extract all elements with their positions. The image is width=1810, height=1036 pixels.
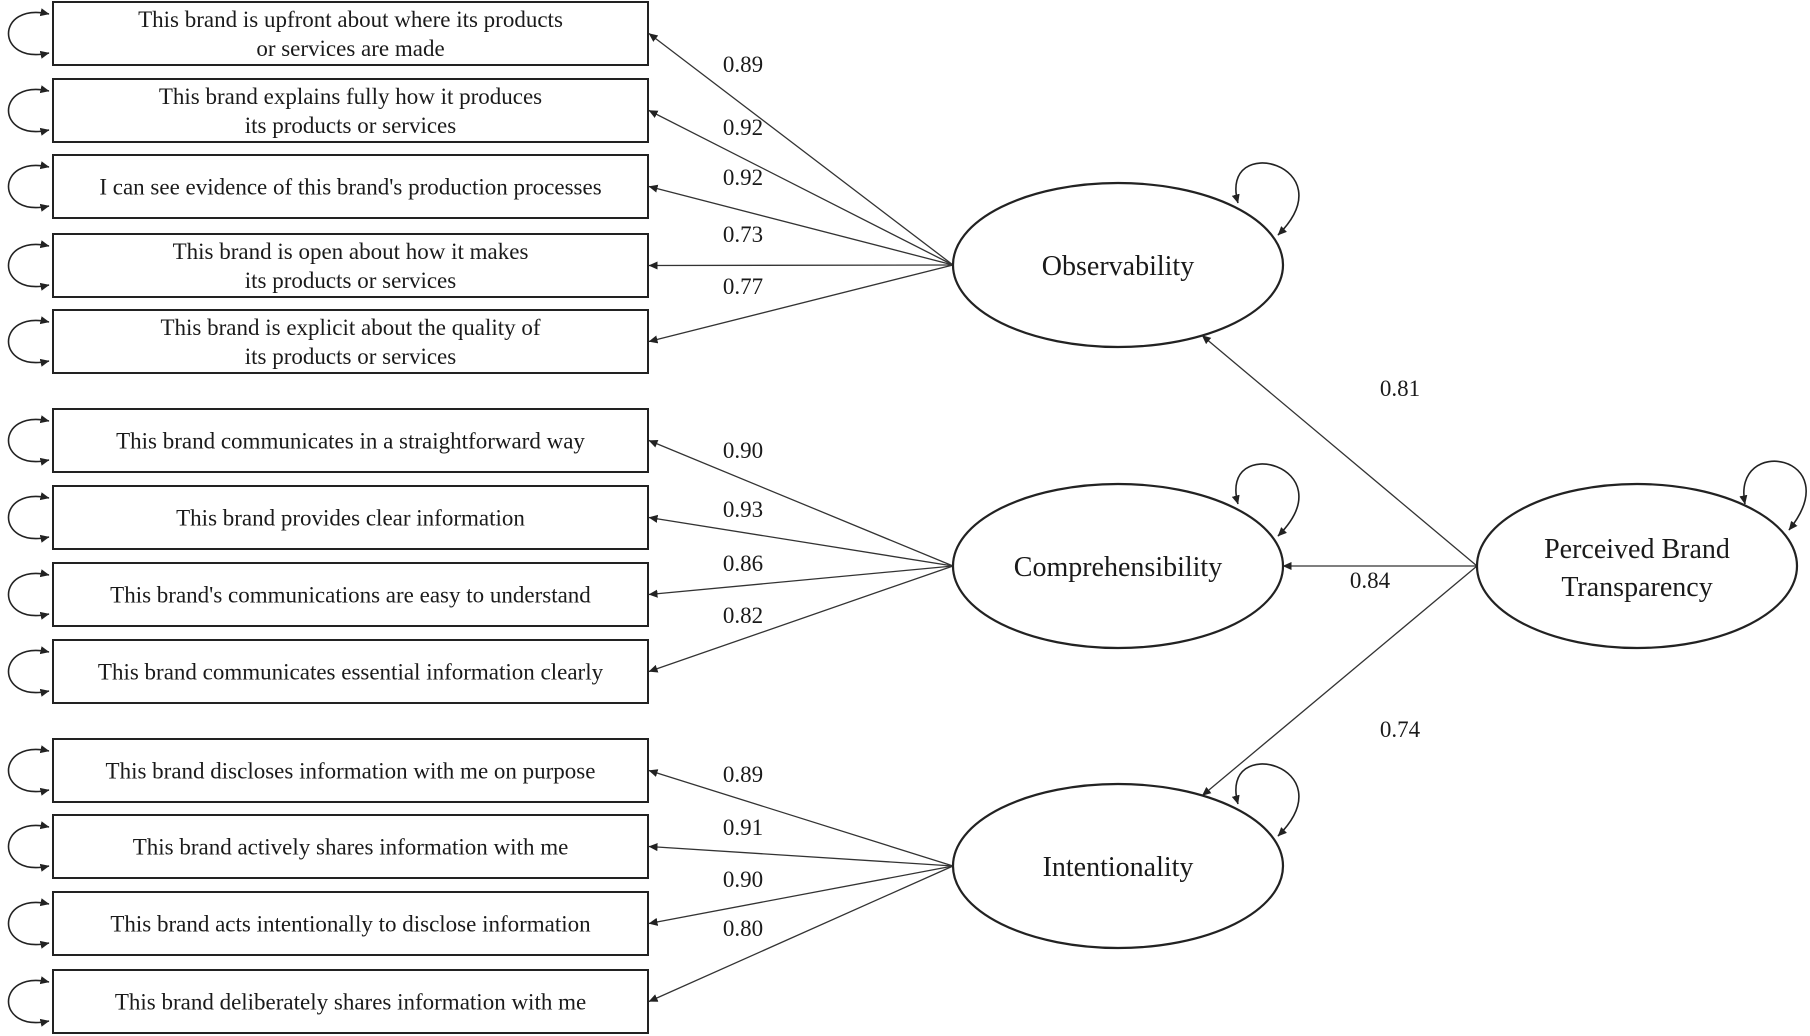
loading-value: 0.82 <box>723 603 763 628</box>
loading-path <box>648 565 954 598</box>
higher-order-label: Transparency <box>1561 572 1712 603</box>
loading-path <box>648 514 954 567</box>
disturbance-loop <box>1231 463 1300 537</box>
indicator-box: This brand is open about how it makes its… <box>52 233 649 298</box>
error-variance-loop <box>7 415 50 466</box>
error-variance-loop <box>7 898 50 949</box>
higher-order-label: Perceived Brand <box>1544 534 1730 565</box>
loading-value: 0.92 <box>723 115 763 140</box>
indicator-label: This brand is open about how it makes <box>173 239 529 264</box>
indicator-label: its products or services <box>245 113 456 138</box>
indicator-box: This brand actively shares information w… <box>52 814 649 879</box>
indicator-label: This brand acts intentionally to disclos… <box>110 912 591 937</box>
indicator-label: This brand explains fully how it produce… <box>159 84 542 109</box>
indicator-box: This brand's communications are easy to … <box>52 562 649 627</box>
loading-path <box>648 261 954 270</box>
loading-value: 0.90 <box>723 438 763 463</box>
error-variance-loop <box>7 85 50 136</box>
indicator-label: This brand provides clear information <box>176 506 525 531</box>
error-variance-loop <box>7 646 50 697</box>
second-order-path <box>1201 565 1478 797</box>
loading-path <box>648 865 954 926</box>
loading-path <box>648 769 954 867</box>
error-variance-loop <box>7 316 50 367</box>
indicator-box: This brand discloses information with me… <box>52 738 649 803</box>
error-variance-loop <box>7 240 50 291</box>
error-variance-loop <box>7 569 50 620</box>
factor-label: Intentionality <box>1043 852 1194 883</box>
error-variance-loop <box>7 821 50 872</box>
factor-observability: Observability <box>951 181 1285 349</box>
indicator-label: This brand is upfront about where its pr… <box>138 7 563 32</box>
disturbance-loop <box>1739 460 1807 531</box>
indicator-label: its products or services <box>245 268 456 293</box>
disturbance-loop <box>1231 763 1300 837</box>
loading-value: 0.89 <box>723 52 763 77</box>
second-order-loading: 0.74 <box>1380 717 1421 742</box>
loading-path <box>648 565 954 673</box>
loading-value: 0.92 <box>723 165 763 190</box>
disturbance-loop <box>1231 162 1300 236</box>
loading-path <box>648 843 954 867</box>
loading-value: 0.91 <box>723 815 763 840</box>
indicator-box: This brand communicates essential inform… <box>52 639 649 704</box>
loading-value: 0.93 <box>723 497 763 522</box>
indicator-label: This brand is explicit about the quality… <box>160 315 540 340</box>
second-order-path <box>1201 335 1478 567</box>
indicator-box: This brand communicates in a straightfor… <box>52 408 649 473</box>
second-order-loading: 0.81 <box>1380 376 1420 401</box>
indicator-box: This brand explains fully how it produce… <box>52 78 649 143</box>
loading-path <box>648 264 954 344</box>
indicator-box: This brand is explicit about the quality… <box>52 309 649 374</box>
indicator-label: This brand actively shares information w… <box>133 835 569 860</box>
loading-path <box>648 865 954 1003</box>
indicator-label: I can see evidence of this brand's produ… <box>99 175 601 200</box>
second-order-loading: 0.84 <box>1350 568 1391 593</box>
indicator-box: This brand deliberately shares informati… <box>52 969 649 1034</box>
factor-label: Comprehensibility <box>1014 552 1222 583</box>
error-variance-loop <box>7 492 50 543</box>
loading-value: 0.86 <box>723 551 763 576</box>
error-variance-loop <box>7 745 50 796</box>
error-variance-loop <box>7 161 50 212</box>
factor-intentionality: Intentionality <box>951 782 1285 950</box>
indicator-label: This brand communicates essential inform… <box>98 660 604 685</box>
loading-value: 0.80 <box>723 916 763 941</box>
indicator-label: This brand's communications are easy to … <box>110 583 591 608</box>
error-variance-loop <box>7 8 50 59</box>
loading-path <box>648 32 954 266</box>
loading-path <box>648 109 954 266</box>
factor-label: Observability <box>1042 251 1194 282</box>
indicator-box: This brand is upfront about where its pr… <box>52 1 649 66</box>
error-variance-loop <box>7 976 50 1027</box>
indicator-label: This brand deliberately shares informati… <box>115 990 586 1015</box>
indicator-label: This brand communicates in a straightfor… <box>116 429 585 454</box>
indicator-label: This brand discloses information with me… <box>106 759 596 784</box>
loading-value: 0.89 <box>723 762 763 787</box>
indicator-box: I can see evidence of this brand's produ… <box>52 154 649 219</box>
loading-value: 0.73 <box>723 222 763 247</box>
indicator-box: This brand provides clear information <box>52 485 649 550</box>
indicator-box: This brand acts intentionally to disclos… <box>52 891 649 956</box>
indicator-label: or services are made <box>256 36 444 61</box>
loading-path <box>648 184 954 266</box>
factor-comprehensibility: Comprehensibility <box>951 482 1285 650</box>
loading-value: 0.90 <box>723 867 763 892</box>
loading-path <box>648 439 954 567</box>
loading-value: 0.77 <box>723 274 763 299</box>
indicator-label: its products or services <box>245 344 456 369</box>
